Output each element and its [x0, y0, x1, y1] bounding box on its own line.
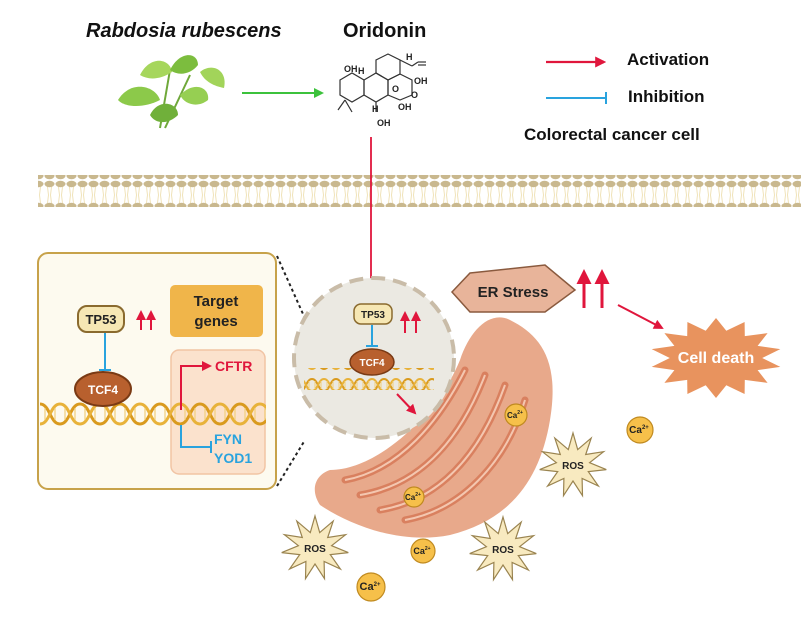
atom-o: O — [392, 84, 399, 94]
atom-oh1: OH — [344, 64, 358, 74]
calcium-circle — [403, 486, 425, 508]
cell-death-burst — [651, 318, 781, 398]
calcium-ion: Ca2+ — [626, 416, 654, 444]
tp53-inset-label: TP53 — [85, 312, 116, 327]
tp53-nucleus-upregulated-icon — [400, 311, 421, 333]
gene-cftr: CFTR — [215, 358, 252, 374]
cell-death-label: Cell death — [678, 350, 754, 367]
calcium-circle — [626, 416, 654, 444]
tcf4-nucleus-label: TCF4 — [360, 358, 385, 369]
ros-label: ROS — [492, 545, 514, 556]
atom-oh3: OH — [398, 102, 412, 112]
atom-h2: H — [372, 104, 379, 114]
tp53-nucleus-badge — [353, 303, 393, 325]
calcium-circle — [356, 572, 386, 602]
atom-h3: H — [406, 52, 413, 62]
calcium-ion: Ca2+ — [410, 538, 436, 564]
calcium-ion: Ca2+ — [356, 572, 386, 602]
tcf4-inset-ellipse — [74, 371, 132, 407]
legend-inhibition-label: Inhibition — [628, 87, 705, 106]
tp53-inset-badge — [77, 305, 125, 333]
tp53-inhibits-tcf4-inset — [99, 333, 111, 371]
legend-activation-label: Activation — [627, 50, 710, 69]
atom-ketone-o: O — [411, 90, 418, 100]
dna-helix-inset — [40, 392, 266, 428]
target-genes-line1: Target — [194, 293, 239, 310]
ros-label: ROS — [304, 544, 326, 555]
target-genes-line2: genes — [194, 313, 237, 330]
calcium-circle — [504, 403, 528, 427]
gene-fyn: FYN — [214, 431, 242, 447]
er-stress-label: ER Stress — [478, 284, 549, 301]
cftr-activation-arrow — [180, 361, 212, 410]
ros-label: ROS — [562, 461, 584, 472]
tcf4-inset-label: TCF4 — [88, 383, 118, 397]
calcium-label: Ca2+ — [405, 492, 421, 502]
calcium-label: Ca2+ — [629, 425, 649, 436]
ros-starburst — [469, 514, 537, 582]
plant-icon — [118, 55, 225, 129]
er-stress-upregulated-icon — [576, 269, 610, 308]
nucleus-to-er-arrow — [396, 393, 417, 415]
calcium-circle — [410, 538, 436, 564]
compound-label: Oridonin — [343, 20, 427, 42]
context-label: Colorectal cancer cell — [524, 125, 700, 144]
atom-h1: H — [358, 66, 365, 76]
calcium-ion: Ca2+ — [403, 486, 425, 508]
calcium-label: Ca2+ — [413, 546, 430, 556]
tp53-nucleus-label: TP53 — [361, 310, 385, 321]
tp53-inhibits-tcf4-nucleus — [366, 325, 378, 347]
dna-helix-nucleus — [304, 368, 434, 390]
tp53-inset-upregulated-icon — [136, 310, 156, 330]
oridonin-structure — [337, 53, 426, 113]
ros-molecule: ROS — [539, 430, 607, 498]
zoom-line-bottom — [276, 439, 306, 487]
legend-inhibition-line — [546, 92, 607, 104]
target-genes-box — [170, 285, 263, 337]
cell-membrane — [38, 175, 801, 207]
calcium-ion: Ca2+ — [504, 403, 528, 427]
ros-molecule: ROS — [469, 514, 537, 582]
gene-yod1: YOD1 — [214, 450, 252, 466]
zoom-line-top — [276, 255, 313, 335]
er-stress-box — [450, 264, 577, 313]
endoplasmic-reticulum — [314, 317, 553, 538]
atom-oh2: OH — [414, 76, 428, 86]
tcf4-nucleus-ellipse — [349, 348, 395, 376]
atom-oh4: OH — [377, 118, 391, 128]
er-stress-to-death-arrow — [617, 304, 664, 329]
calcium-label: Ca2+ — [507, 410, 523, 420]
ros-starburst — [539, 430, 607, 498]
fyn-yod1-inhibition — [180, 425, 212, 453]
ros-starburst — [281, 513, 349, 581]
plant-label: Rabdosia rubescens — [86, 20, 282, 42]
ros-molecule: ROS — [281, 513, 349, 581]
